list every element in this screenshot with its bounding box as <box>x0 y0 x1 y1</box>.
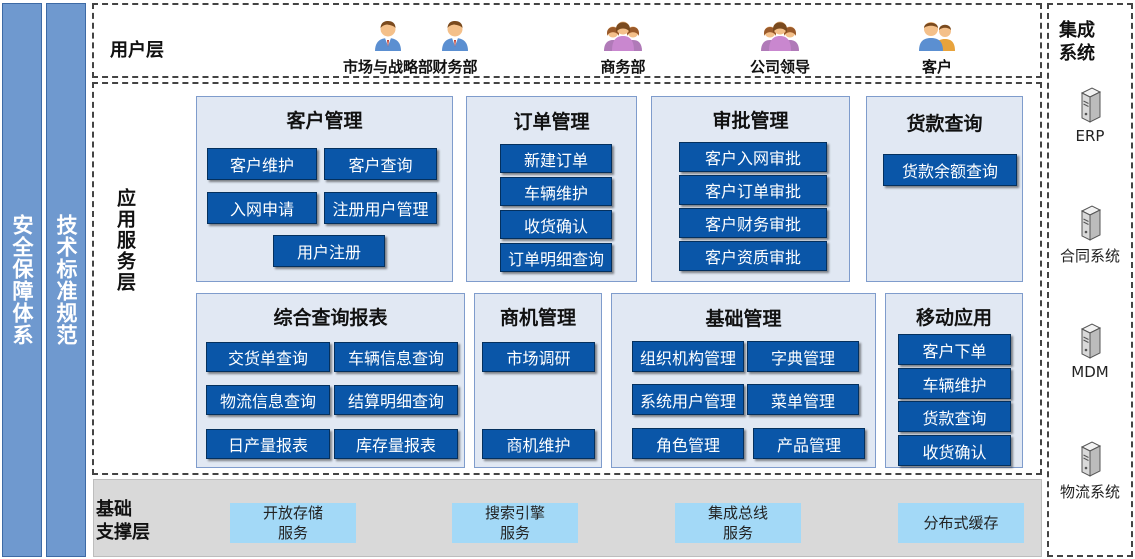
org-management-button[interactable]: 组织机构管理 <box>632 341 744 372</box>
delivery-query-button[interactable]: 交货单查询 <box>206 342 330 372</box>
integration-bus-service: 集成总线 服务 <box>675 503 801 543</box>
receipt-confirm-button[interactable]: 收货确认 <box>500 210 612 239</box>
order-detail-button[interactable]: 订单明细查询 <box>500 243 612 272</box>
settlement-query-button[interactable]: 结算明细查询 <box>334 385 458 415</box>
new-order-button[interactable]: 新建订单 <box>500 144 612 173</box>
panel-opportunity: 商机管理 市场调研 商机维护 <box>474 293 602 468</box>
user-label: 客户 <box>921 58 952 76</box>
system-user-button[interactable]: 系统用户管理 <box>632 384 744 415</box>
user-label: 商务部 <box>600 58 646 76</box>
panel-payment-query: 货款查询 货款余额查询 <box>866 96 1023 282</box>
registered-user-button[interactable]: 注册用户管理 <box>324 192 437 224</box>
order-approval-button[interactable]: 客户订单审批 <box>679 175 827 205</box>
panel-mobile: 移动应用 客户下单 车辆维护 货款查询 收货确认 <box>885 293 1023 468</box>
daily-output-button[interactable]: 日产量报表 <box>206 429 330 459</box>
female-user-group-icon <box>761 21 799 51</box>
user-market-strategy: 市场与战略部 <box>318 19 458 77</box>
panel-approval-management: 审批管理 客户入网审批 客户订单审批 客户财务审批 客户资质审批 <box>651 96 850 282</box>
system-contract: 合同系统 <box>1045 205 1135 266</box>
panel-title: 订单管理 <box>513 111 590 133</box>
opportunity-maintain-button[interactable]: 商机维护 <box>482 429 595 459</box>
integration-title: 集成 系统 <box>1059 20 1095 64</box>
panel-basic-management: 基础管理 组织机构管理 字典管理 系统用户管理 菜单管理 角色管理 产品管理 <box>611 293 876 468</box>
finance-approval-button[interactable]: 客户财务审批 <box>679 208 827 238</box>
mobile-vehicle-button[interactable]: 车辆维护 <box>898 368 1011 399</box>
female-user-group-icon <box>604 21 642 51</box>
vehicle-maintain-button[interactable]: 车辆维护 <box>500 177 612 206</box>
system-label: 合同系统 <box>1059 247 1120 265</box>
search-engine-service: 搜索引擎 服务 <box>452 503 578 543</box>
customer-query-button[interactable]: 客户查询 <box>324 148 437 180</box>
user-leadership: 公司领导 <box>710 19 850 77</box>
server-icon <box>1080 87 1102 123</box>
user-label: 公司领导 <box>749 58 810 76</box>
inventory-report-button[interactable]: 库存量报表 <box>334 429 458 459</box>
system-label: ERP <box>1075 127 1105 145</box>
system-logistics: 物流系统 <box>1045 441 1135 502</box>
server-icon <box>1080 441 1102 477</box>
mobile-payment-button[interactable]: 货款查询 <box>898 401 1011 432</box>
panel-title: 货款查询 <box>906 113 983 135</box>
dictionary-management-button[interactable]: 字典管理 <box>747 341 859 372</box>
base-layer-title: 基础 支撑层 <box>96 499 150 543</box>
system-label: 物流系统 <box>1059 483 1120 501</box>
server-icon <box>1080 205 1102 241</box>
panel-customer-management: 客户管理 客户维护 客户查询 入网申请 注册用户管理 用户注册 <box>196 96 453 282</box>
base-layer: 基础 支撑层 开放存储 服务 搜索引擎 服务 集成总线 服务 分布式缓存 <box>93 479 1042 557</box>
vehicle-info-query-button[interactable]: 车辆信息查询 <box>334 342 458 372</box>
customer-maintain-button[interactable]: 客户维护 <box>207 148 317 180</box>
mobile-receipt-button[interactable]: 收货确认 <box>898 435 1011 466</box>
market-research-button[interactable]: 市场调研 <box>482 342 595 372</box>
panel-title: 基础管理 <box>705 308 782 330</box>
system-erp: ERP <box>1045 87 1135 145</box>
logistics-query-button[interactable]: 物流信息查询 <box>206 385 330 415</box>
user-register-button[interactable]: 用户注册 <box>273 235 385 267</box>
integration-panel: 集成 系统 ERP 合同系统 MDM 物流系统 <box>1047 3 1133 557</box>
app-layer-title: 应用服务层 <box>114 188 136 293</box>
distributed-cache-service: 分布式缓存 <box>898 503 1024 543</box>
male-user-icon <box>375 21 401 51</box>
qualification-approval-button[interactable]: 客户资质审批 <box>679 241 827 271</box>
users-icon <box>919 22 955 51</box>
panel-title: 综合查询报表 <box>273 307 388 329</box>
balance-query-button[interactable]: 货款余额查询 <box>883 154 1017 186</box>
role-management-button[interactable]: 角色管理 <box>632 428 744 459</box>
panel-report: 综合查询报表 交货单查询 车辆信息查询 物流信息查询 结算明细查询 日产量报表 … <box>196 293 465 468</box>
mobile-order-button[interactable]: 客户下单 <box>898 334 1011 365</box>
user-layer: 用户层 市场与战略部 财务部 商务部 公司领导 客户 <box>92 3 1042 78</box>
panel-title: 商机管理 <box>499 307 576 329</box>
standards-bar: 技术标准规范 <box>46 3 86 557</box>
app-layer: 应用服务层 <box>92 82 1042 475</box>
system-label: MDM <box>1071 363 1109 381</box>
male-user-icon <box>442 21 468 51</box>
panel-title: 客户管理 <box>286 110 363 132</box>
panel-title: 审批管理 <box>712 110 789 132</box>
security-bar-label: 安全保障体系 <box>10 214 34 346</box>
menu-management-button[interactable]: 菜单管理 <box>747 384 859 415</box>
open-storage-service: 开放存储 服务 <box>230 503 356 543</box>
system-mdm: MDM <box>1045 323 1135 381</box>
user-customer: 客户 <box>867 19 1007 77</box>
network-apply-button[interactable]: 入网申请 <box>207 192 317 224</box>
panel-title: 移动应用 <box>915 307 992 329</box>
standards-bar-label: 技术标准规范 <box>54 214 78 346</box>
security-bar: 安全保障体系 <box>2 3 42 557</box>
user-label: 市场与战略部 <box>342 58 433 76</box>
server-icon <box>1080 323 1102 359</box>
product-management-button[interactable]: 产品管理 <box>753 428 865 459</box>
user-finance: 财务部 <box>385 19 525 77</box>
panel-order-management: 订单管理 新建订单 车辆维护 收货确认 订单明细查询 <box>466 96 637 282</box>
user-commerce: 商务部 <box>553 19 693 77</box>
user-layer-title: 用户层 <box>110 40 164 61</box>
network-approval-button[interactable]: 客户入网审批 <box>679 142 827 172</box>
user-label: 财务部 <box>432 58 478 76</box>
